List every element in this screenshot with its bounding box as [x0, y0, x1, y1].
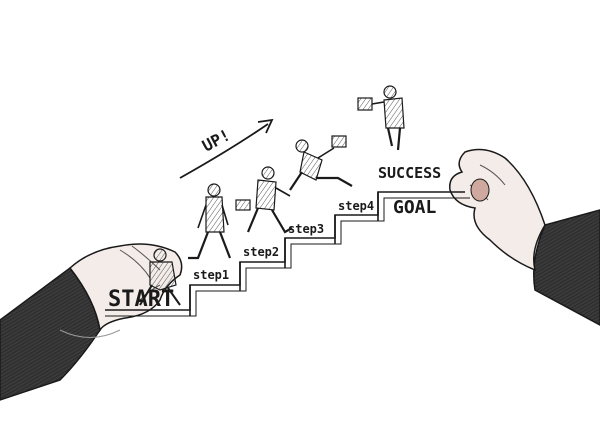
step2-label: step2: [243, 245, 279, 259]
figure-leaping-step3: [289, 135, 353, 191]
right-hand: [449, 148, 600, 326]
right-palm: [449, 148, 546, 272]
step4-label: step4: [338, 199, 374, 213]
start-label: START: [108, 287, 174, 312]
staircase: [105, 191, 470, 317]
figure-jumping-success: [357, 85, 405, 151]
briefcase-icon: [357, 97, 373, 111]
briefcase-icon: [331, 135, 347, 148]
goal-label: GOAL: [393, 197, 437, 218]
step3-label: step3: [288, 222, 324, 236]
success-label: SUCCESS: [378, 164, 441, 182]
briefcase-icon: [235, 199, 251, 211]
up-label: UP!: [199, 125, 233, 155]
figure-running-step2: [235, 166, 293, 234]
figure-walking-step1: [188, 183, 232, 260]
figure-crouching-start: [139, 248, 181, 306]
step1-label: step1: [193, 268, 229, 282]
up-arrow: UP!: [179, 118, 274, 179]
